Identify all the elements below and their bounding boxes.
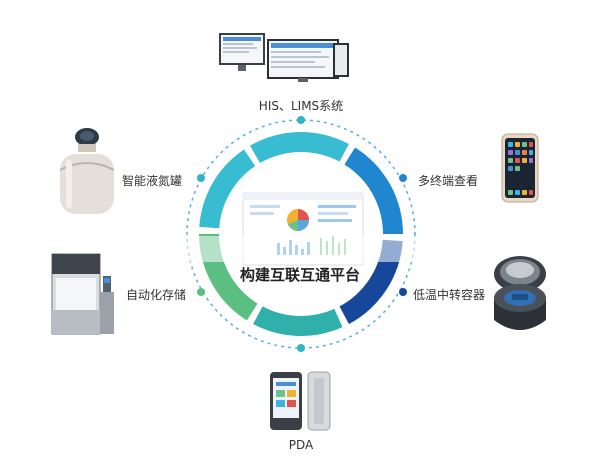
orbit-dashed-ring xyxy=(186,119,416,349)
ring-segment-upper-right xyxy=(344,147,403,234)
orbit-dot-bottom xyxy=(297,344,305,352)
ring-segment-top xyxy=(250,132,349,163)
node-label-ln2: 智能液氮罐 xyxy=(122,174,183,188)
ln2-tank-image xyxy=(59,128,115,214)
node-label-storage: 自动化存储 xyxy=(126,288,187,302)
orbit-dot-lower-right xyxy=(399,288,407,296)
center-title: 构建互联互通平台 xyxy=(239,266,360,284)
orbit-dot-upper-right xyxy=(399,174,407,182)
pda-image xyxy=(270,371,331,431)
automated-storage-image xyxy=(51,253,114,335)
node-label-pda: PDA xyxy=(288,438,314,452)
node-label-transfer: 低温中转容器 xyxy=(413,288,486,302)
ring-segment-bottom xyxy=(253,306,343,336)
node-label-multi: 多终端查看 xyxy=(418,174,479,188)
orbit-dot-upper-left xyxy=(197,174,205,182)
orbit-dot-top xyxy=(297,116,305,124)
orbit-dot-lower-left xyxy=(197,288,205,296)
ring-segment-upper-left xyxy=(199,149,256,229)
transfer-container-image xyxy=(494,256,546,330)
ring-segments xyxy=(199,132,403,336)
center-title-band xyxy=(185,236,417,262)
smartphone-image xyxy=(501,133,539,203)
node-label-his: HIS、LIMS系统 xyxy=(258,99,344,113)
monitors-image xyxy=(219,33,349,82)
